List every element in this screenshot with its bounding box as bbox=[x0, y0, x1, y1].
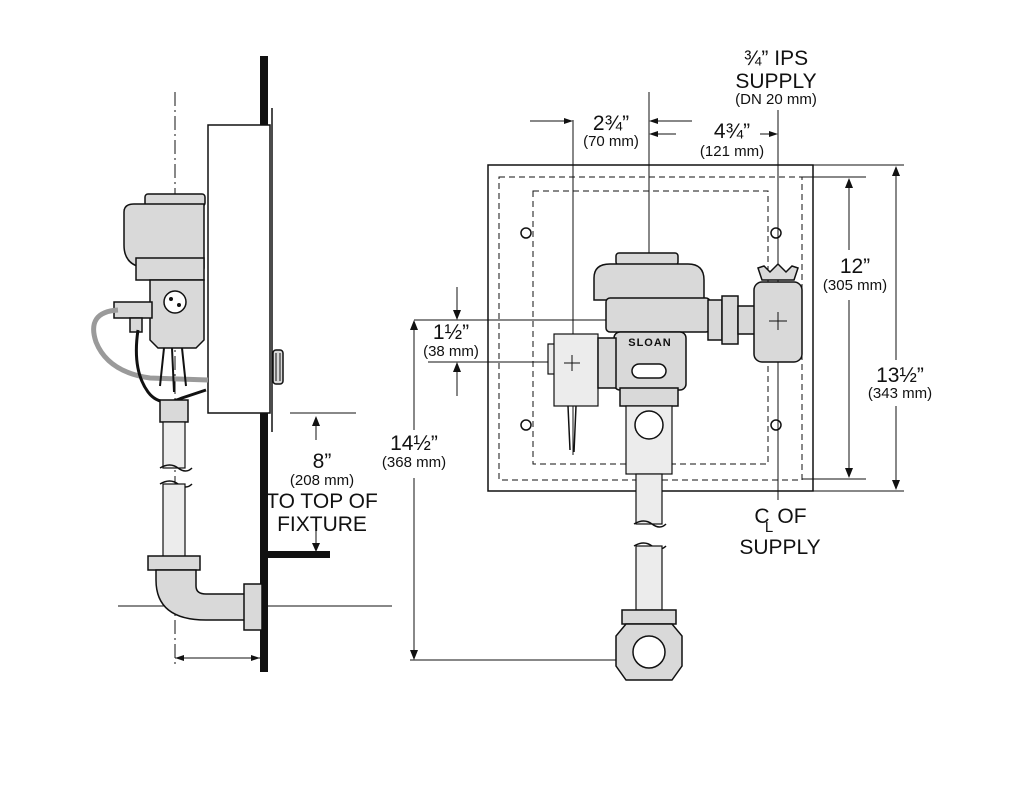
front-view: SLOAN ¾” IPS SUPPLY (DN 20 mm) 2¾” (70 m… bbox=[382, 47, 932, 681]
centerline-symbol-sub: L bbox=[765, 519, 773, 536]
solenoid-body bbox=[553, 333, 599, 407]
offset-left-mm: (70 mm) bbox=[583, 133, 639, 150]
offset-right-mm: (121 mm) bbox=[700, 143, 764, 160]
flush-tube-upper bbox=[162, 421, 186, 469]
side-view: 8” (208 mm) TO TOP OF FIXTURE bbox=[91, 56, 392, 672]
mounting-hole bbox=[770, 227, 782, 239]
centerline-supply: SUPPLY bbox=[739, 536, 820, 559]
valve-cap-front bbox=[615, 252, 679, 266]
fixture-note-line2: FIXTURE bbox=[277, 513, 367, 536]
supply-size: ¾” IPS bbox=[744, 47, 808, 70]
valve-offset: 1½” bbox=[433, 321, 469, 344]
solenoid-port bbox=[129, 317, 143, 333]
valve-leads bbox=[159, 347, 187, 393]
valve-head-base bbox=[135, 257, 205, 281]
coupling-nut bbox=[147, 555, 201, 571]
valve-side-port bbox=[597, 337, 617, 389]
valve-body bbox=[149, 279, 205, 349]
supply-label: SUPPLY bbox=[735, 70, 816, 93]
front-coupling-nut bbox=[621, 609, 677, 625]
solenoid-fitting bbox=[113, 301, 153, 319]
overall-height-mm: (368 mm) bbox=[382, 454, 446, 471]
outer-height-mm: (343 mm) bbox=[868, 385, 932, 402]
valve-collar bbox=[605, 297, 711, 333]
brand-logo: SLOAN bbox=[628, 337, 672, 349]
flush-tube-front-lower bbox=[635, 545, 663, 611]
outlet-coupling bbox=[619, 387, 679, 407]
flush-tube-lower bbox=[162, 483, 186, 559]
flush-tube-front-upper bbox=[635, 473, 663, 525]
stop-handle-icon bbox=[757, 262, 799, 281]
offset-right: 4¾” bbox=[714, 120, 750, 143]
fixture-top-ledge bbox=[268, 551, 330, 558]
grey-wire bbox=[91, 307, 209, 383]
elbow-fitting bbox=[155, 569, 247, 621]
centerline-symbol: C bbox=[754, 505, 769, 528]
centerline-of: OF bbox=[777, 505, 806, 528]
fixture-dimension: 8” bbox=[313, 450, 332, 473]
inlet-nut-left bbox=[707, 299, 723, 341]
mounting-hole bbox=[520, 227, 532, 239]
sensor-window bbox=[272, 349, 284, 385]
outlet-nut bbox=[159, 399, 189, 423]
inner-height: 12” bbox=[840, 255, 870, 278]
inner-height-mm: (305 mm) bbox=[823, 277, 887, 294]
spud-opening bbox=[632, 635, 666, 669]
offset-left: 2¾” bbox=[593, 112, 629, 135]
outlet-port bbox=[634, 410, 664, 440]
solenoid-leads bbox=[567, 405, 577, 453]
wall-box-side bbox=[207, 124, 271, 414]
overall-height: 14½” bbox=[390, 432, 438, 455]
fixture-note-line1: TO TOP OF bbox=[266, 490, 378, 513]
mounting-hole bbox=[770, 419, 782, 431]
valve-offset-mm: (38 mm) bbox=[423, 343, 479, 360]
control-stop-icon bbox=[163, 290, 187, 314]
fixture-dimension-mm: (208 mm) bbox=[290, 472, 354, 489]
sensor-lens bbox=[631, 363, 667, 379]
supply-size-mm: (DN 20 mm) bbox=[735, 91, 817, 108]
valve-head-front bbox=[593, 263, 705, 301]
stop-escutcheon bbox=[243, 583, 263, 631]
mounting-hole bbox=[520, 419, 532, 431]
inlet-nut bbox=[721, 295, 739, 345]
outer-height: 13½” bbox=[876, 364, 924, 387]
